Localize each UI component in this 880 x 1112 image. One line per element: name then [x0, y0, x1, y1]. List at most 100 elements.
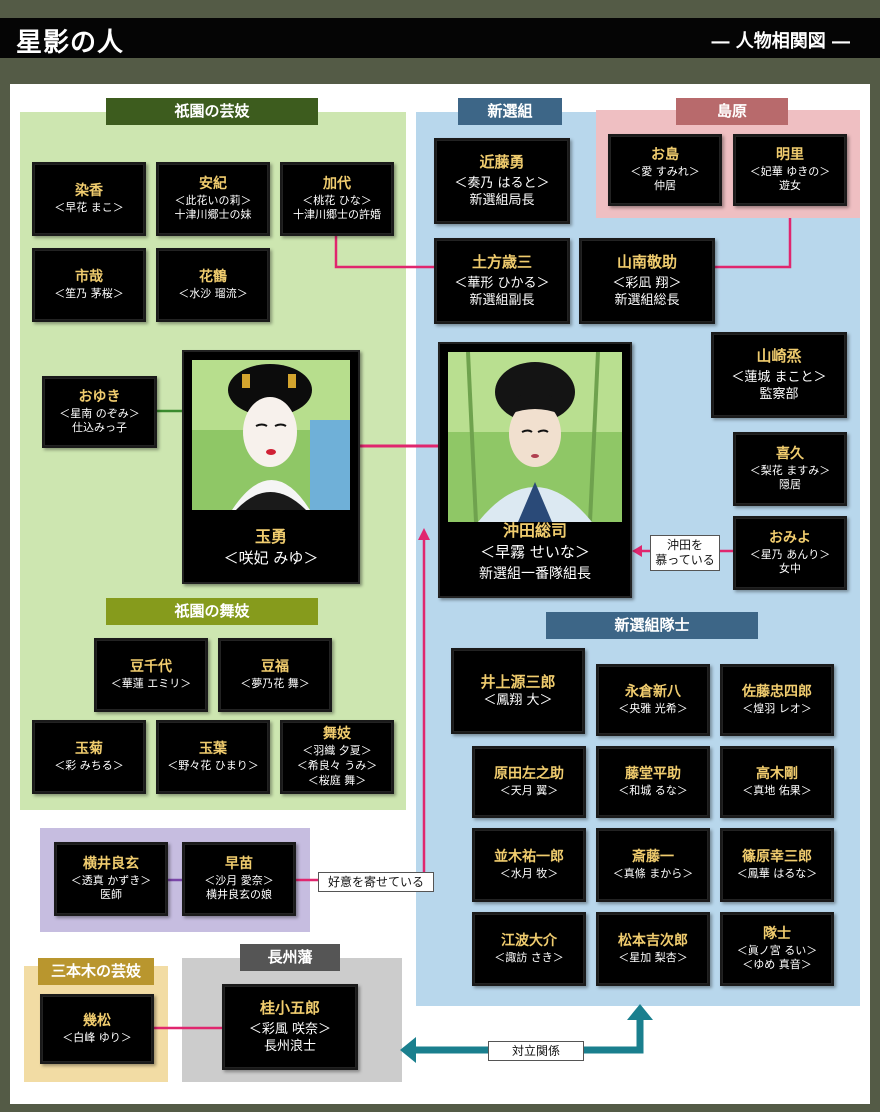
person-role: 横井良玄の娘: [206, 888, 272, 902]
person-card-kikyu[interactable]: 喜久 ＜梨花 ますみ＞ 隠居: [733, 432, 847, 506]
person-name: 桂小五郎: [259, 999, 320, 1018]
person-actor: ＜眞ノ宮 るい＞: [736, 943, 818, 957]
person-actor: ＜鳳翔 大＞: [483, 693, 553, 709]
person-role: 医師: [100, 888, 122, 902]
person-name: 喜久: [776, 445, 804, 462]
person-name: 明里: [776, 146, 804, 163]
person-actor: ＜真地 佑果＞: [742, 784, 812, 798]
person-name: 土方歳三: [471, 253, 532, 272]
person-card-hijikata[interactable]: 土方歳三 ＜華形 ひかる＞ 新選組副長: [434, 238, 570, 324]
person-card-yamanami[interactable]: 山南敬助 ＜彩凪 翔＞ 新選組総長: [579, 238, 715, 324]
person-name: 藤堂平助: [625, 766, 681, 783]
person-name: 幾松: [83, 1013, 111, 1030]
person-card-yamazaki[interactable]: 山崎烝 ＜蓮城 まこと＞ 監察部: [711, 332, 847, 418]
person-name: 市哉: [75, 269, 103, 286]
group-label-sanbongi: 三本木の芸妓: [38, 958, 154, 985]
person-card-enami[interactable]: 江波大介 ＜諏訪 さき＞: [472, 912, 586, 986]
person-card-takagi[interactable]: 高木剛 ＜真地 佑果＞: [720, 746, 834, 818]
person-name: 原田左之助: [494, 766, 564, 783]
person-card-someka[interactable]: 染香 ＜早花 まこ＞: [32, 162, 146, 236]
person-name: 並木祐一郎: [494, 849, 564, 866]
person-card-aki[interactable]: 安紀 ＜此花いの莉＞ 十津川郷士の妹: [156, 162, 270, 236]
group-label-gion-geiko: 祇園の芸妓: [106, 98, 318, 125]
person-card-sanae[interactable]: 早苗 ＜沙月 愛奈＞ 横井良玄の娘: [182, 842, 296, 916]
person-name: 舞妓: [323, 726, 351, 743]
person-name: 安紀: [199, 175, 227, 192]
person-actor: ＜彩風 咲奈＞: [248, 1021, 332, 1037]
person-card-oshima[interactable]: お島 ＜愛 すみれ＞ 仲居: [608, 134, 722, 206]
group-label-shinsengumi: 新選組: [458, 98, 562, 125]
person-name: 加代: [323, 175, 351, 192]
person-name: お島: [651, 146, 679, 163]
person-card-taishi[interactable]: 隊士 ＜眞ノ宮 るい＞ ＜ゆめ 真音＞: [720, 912, 834, 986]
person-name: 玉葉: [199, 741, 227, 758]
person-actor: ＜妃華 ゆきの＞: [749, 164, 831, 178]
person-card-kayo[interactable]: 加代 ＜桃花 ひな＞ 十津川郷士の許婚: [280, 162, 394, 236]
person-card-tamaha[interactable]: 玉葉 ＜野々花 ひまり＞: [156, 720, 270, 794]
person-card-todo[interactable]: 藤堂平助 ＜和城 るな＞: [596, 746, 710, 818]
person-actor: ＜真條 まから＞: [612, 867, 694, 881]
person-role: 隠居: [779, 478, 801, 492]
person-name: 近藤勇: [479, 153, 525, 172]
photo-okita: [448, 351, 622, 523]
person-actor: ＜沙月 愛奈＞: [204, 873, 274, 887]
person-card-matsumoto[interactable]: 松本吉次郎 ＜星加 梨杏＞: [596, 912, 710, 986]
person-card-mamefuku[interactable]: 豆福 ＜夢乃花 舞＞: [218, 638, 332, 712]
person-actor: ＜和城 るな＞: [618, 784, 688, 798]
person-actor: ＜早霧 せいな＞: [480, 542, 590, 561]
person-name: 玉勇: [254, 527, 287, 547]
person-card-okita[interactable]: 沖田総司 ＜早霧 せいな＞ 新選組一番隊組長: [438, 342, 632, 598]
note-text: 対立関係: [511, 1044, 560, 1058]
geiko-portrait-icon: [192, 360, 350, 510]
page-title: 星影の人: [16, 28, 125, 58]
person-card-kondo[interactable]: 近藤勇 ＜奏乃 はると＞ 新選組局長: [434, 138, 570, 224]
note-line: 沖田を: [666, 538, 703, 552]
person-actor: ＜天月 翼＞: [499, 784, 559, 798]
person-card-sato[interactable]: 佐藤忠四郎 ＜煌羽 レオ＞: [720, 664, 834, 736]
photo-tamayu: [192, 360, 350, 510]
person-card-ikumatsu[interactable]: 幾松 ＜白峰 ゆり＞: [40, 994, 154, 1064]
person-actor: ＜白峰 ゆり＞: [62, 1031, 132, 1045]
person-actor: ＜諏訪 さき＞: [494, 951, 564, 965]
person-card-mameyo[interactable]: 豆千代 ＜華蓮 エミリ＞: [94, 638, 208, 712]
person-name: 横井良玄: [83, 855, 139, 872]
person-actor: ＜此花いの莉＞: [174, 193, 252, 207]
person-card-harada[interactable]: 原田左之助 ＜天月 翼＞: [472, 746, 586, 818]
person-actor: ＜ゆめ 真音＞: [742, 958, 812, 972]
person-actor: ＜煌羽 レオ＞: [742, 702, 812, 716]
page-subtitle: ― 人物相関図 ―: [711, 31, 850, 52]
person-role: 遊女: [779, 179, 801, 193]
person-card-hanazuru[interactable]: 花鶴 ＜水沙 瑠流＞: [156, 248, 270, 322]
person-card-oyuki[interactable]: おゆき ＜星南 のぞみ＞ 仕込みっ子: [42, 376, 157, 448]
person-actor: ＜華形 ひかる＞: [454, 275, 550, 291]
person-card-katsura[interactable]: 桂小五郎 ＜彩風 咲奈＞ 長州浪士: [222, 984, 358, 1070]
person-name: 山崎烝: [756, 347, 802, 366]
group-label-gion-maiko: 祇園の舞妓: [106, 598, 318, 625]
person-role: 新選組一番隊組長: [479, 565, 591, 582]
person-name: 斎藤一: [632, 849, 674, 866]
person-card-tamayu[interactable]: 玉勇 ＜咲妃 みゆ＞: [182, 350, 360, 584]
person-card-ichiya[interactable]: 市哉 ＜笙乃 茅桜＞: [32, 248, 146, 322]
person-card-tamagiku[interactable]: 玉菊 ＜彩 みちる＞: [32, 720, 146, 794]
person-card-inoue[interactable]: 井上源三郎 ＜鳳翔 大＞: [451, 648, 585, 734]
person-card-shinohara[interactable]: 篠原幸三郎 ＜鳳華 はるな＞: [720, 828, 834, 902]
person-actor: ＜愛 すみれ＞: [630, 164, 700, 178]
person-name: 早苗: [225, 855, 253, 872]
person-actor: ＜早花 まこ＞: [54, 201, 124, 215]
person-role: 仕込みっ子: [72, 421, 127, 435]
person-name: 佐藤忠四郎: [742, 684, 812, 701]
person-actor: ＜水沙 瑠流＞: [178, 287, 248, 301]
person-card-omiyo[interactable]: おみよ ＜星乃 あんり＞ 女中: [733, 516, 847, 590]
person-name: 沖田総司: [502, 520, 567, 540]
person-card-nagakura[interactable]: 永倉新八 ＜央雅 光希＞: [596, 664, 710, 736]
note-text: 好意を寄せている: [327, 875, 424, 889]
person-card-yokoi[interactable]: 横井良玄 ＜透真 かずき＞ 医師: [54, 842, 168, 916]
person-card-akesato[interactable]: 明里 ＜妃華 ゆきの＞ 遊女: [733, 134, 847, 206]
person-card-maiko[interactable]: 舞妓 ＜羽織 夕夏＞ ＜希良々 うみ＞ ＜桜庭 舞＞: [280, 720, 394, 794]
person-name: おみよ: [769, 529, 811, 546]
person-role: 新選組総長: [614, 293, 680, 309]
person-card-namiki[interactable]: 並木祐一郎 ＜水月 牧＞: [472, 828, 586, 902]
person-card-saito[interactable]: 斎藤一 ＜真條 まから＞: [596, 828, 710, 902]
person-role: 長州浪士: [263, 1039, 316, 1055]
person-actor: ＜星加 梨杏＞: [618, 951, 688, 965]
